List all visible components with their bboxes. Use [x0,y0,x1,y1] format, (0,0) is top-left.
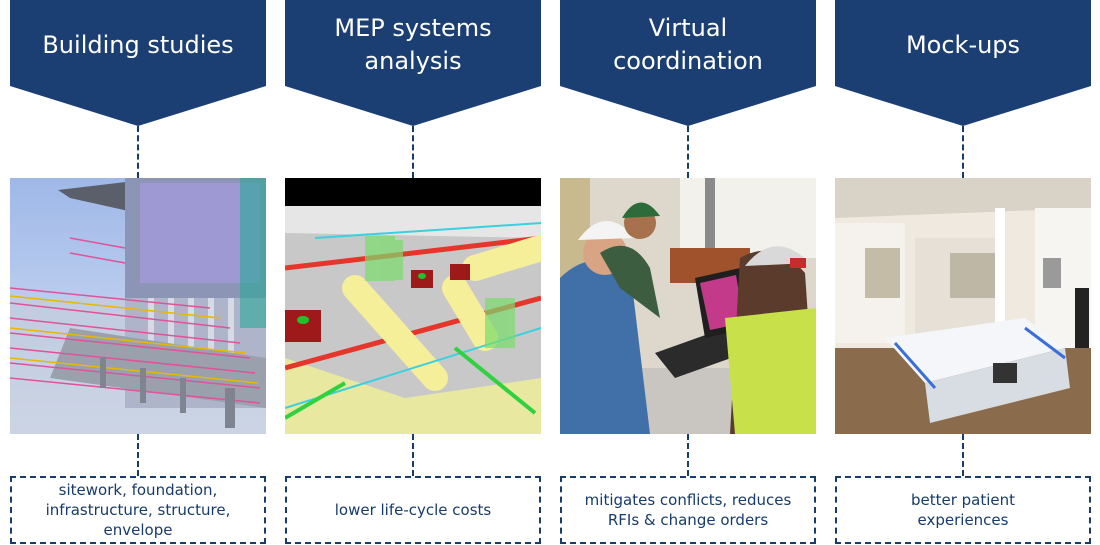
description-box: sitework, foundation, infrastructure, st… [10,476,266,544]
team-coordination-photo [560,178,816,434]
banner-arrow: Mock-ups [835,0,1091,126]
dashed-connector [412,126,414,178]
banner-arrow: Virtual coordination [560,0,816,126]
banner-title: Building studies [42,30,234,59]
dashed-connector [412,434,414,476]
dashed-connector [687,434,689,476]
banner-arrow: MEP systems analysis [285,0,541,126]
column-mep-systems-analysis: MEP systems analysis lower life-cycle co… [285,0,541,545]
building-model-image [10,178,266,434]
banner-title: Virtual coordination [613,14,763,75]
description-box: mitigates conflicts, reduces RFIs & chan… [560,476,816,544]
mep-model-image [285,178,541,434]
dashed-connector [137,126,139,178]
description-box: lower life-cycle costs [285,476,541,544]
dashed-connector [137,434,139,476]
description-box: better patient experiences [835,476,1091,544]
column-mock-ups: Mock-ups better patient experiences [835,0,1091,545]
column-virtual-coordination: Virtual coordination mitigates conflicts [560,0,816,545]
dashed-connector [962,434,964,476]
column-building-studies: Building studies [10,0,266,545]
dashed-connector [962,126,964,178]
dashed-connector [687,126,689,178]
banner-title: MEP systems analysis [334,14,492,75]
banner-title: Mock-ups [905,30,1021,59]
banner-arrow: Building studies [10,0,266,126]
patient-room-mockup-photo [835,178,1091,434]
